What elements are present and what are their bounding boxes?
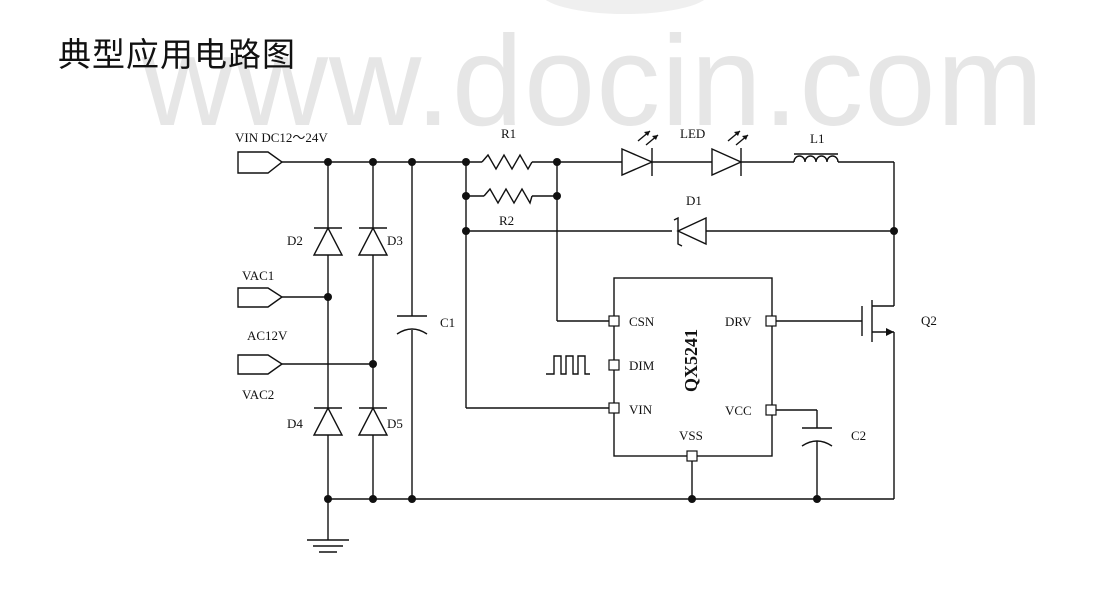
d3-diode [357, 226, 389, 256]
label-d3: D3 [387, 233, 403, 248]
label-d2: D2 [287, 233, 303, 248]
label-r1: R1 [501, 126, 516, 141]
ic-pin-drv [765, 315, 777, 327]
label-c2: C2 [851, 428, 866, 443]
junction-dots [324, 158, 898, 503]
label-c1: C1 [440, 315, 455, 330]
watermark: www.docin.com [142, 10, 1045, 153]
label-l1: L1 [810, 131, 824, 146]
ic-pin-label-dim: DIM [629, 358, 655, 373]
led-1 [621, 130, 659, 177]
d2-diode [312, 226, 344, 256]
vac2-connector [237, 354, 284, 375]
label-led: LED [680, 126, 705, 141]
c1-capacitor [396, 315, 428, 335]
page-title: 典型应用电路图 [58, 35, 296, 74]
led-2 [711, 130, 749, 177]
watermark-logo-shape [540, 0, 710, 14]
label-q2: Q2 [921, 313, 937, 328]
q2-mosfet [861, 300, 894, 342]
vac1-connector [237, 287, 284, 308]
label-d5: D5 [387, 416, 403, 431]
label-vin: VIN DC12～24V [235, 130, 328, 145]
label-r2: R2 [499, 213, 514, 228]
label-d4: D4 [287, 416, 303, 431]
r1-resistor [481, 153, 533, 171]
d4-diode [312, 406, 344, 436]
vin-connector [237, 151, 284, 174]
ic-pin-vin [608, 402, 620, 414]
ic-pin-vss [686, 450, 698, 462]
label-vac1: VAC1 [242, 268, 274, 283]
ic-pin-label-vss: VSS [679, 428, 703, 443]
ic-pin-label-drv: DRV [725, 314, 752, 329]
l1-inductor [793, 155, 839, 163]
ground-symbol [307, 539, 349, 553]
wires [282, 161, 895, 540]
ic-pin-label-vcc: VCC [725, 403, 752, 418]
label-d1: D1 [686, 193, 702, 208]
ic-pin-dim [608, 359, 620, 371]
d5-diode [357, 406, 389, 436]
ic-name: QX5241 [681, 329, 701, 392]
pwm-signal-icon [546, 355, 590, 375]
ic-pin-csn [608, 315, 620, 327]
label-ac12v: AC12V [247, 328, 288, 343]
label-vac2: VAC2 [242, 387, 274, 402]
r2-resistor [483, 187, 533, 205]
ic-pin-label-vin: VIN [629, 402, 653, 417]
ic-pin-vcc [765, 404, 777, 416]
ic-pin-label-csn: CSN [629, 314, 655, 329]
d1-diode [673, 216, 707, 247]
c2-capacitor [801, 427, 833, 447]
